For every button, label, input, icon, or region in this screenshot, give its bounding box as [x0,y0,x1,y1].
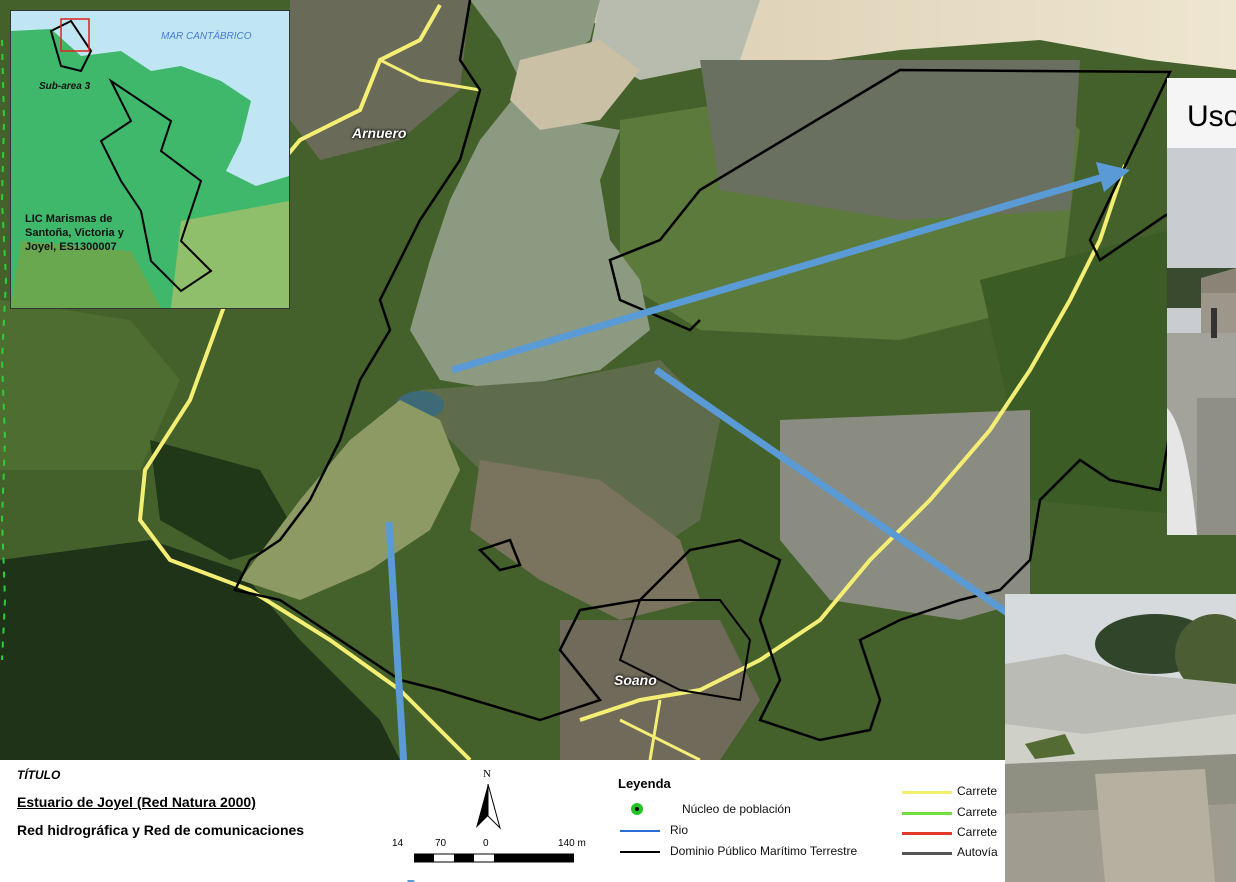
arrow-to-top-photo [451,162,1130,374]
legend-swatch-river [620,830,660,832]
scale-tick-140: 140 m [558,838,586,849]
population-node-icon [631,803,643,815]
place-label-arnuero: Arnuero [352,125,407,141]
legend-item-road-3: Carrete [957,825,998,839]
estuary [410,0,650,390]
forest-area [0,540,400,760]
scale-tick-70: 70 [435,838,447,849]
map-subtitle: Red hidrográfica y Red de comunicaciones [17,822,305,838]
photo-building-terrace [1167,78,1236,535]
legend-swatch-road-3 [902,832,952,835]
study-area-marker [60,18,90,52]
legend-item-boundary: Dominio Público Marítimo Terrestre [670,844,858,858]
inset-lic-label-2: Santoña, Victoria y [25,227,124,239]
legend-item-road-1: Carrete [957,784,998,798]
settlement-soano [560,620,760,760]
legend-item-road-2: Carrete [957,805,998,819]
north-arrow-icon [476,783,501,830]
title-block: TÍTULO Estuario de Joyel (Red Natura 200… [5,760,389,880]
place-label-soano: Soano [614,672,657,688]
inset-sea-label: MAR CANTÁBRICO [161,31,252,42]
settlement-arnuero [290,0,470,160]
settlement-camping [780,410,1030,620]
inset-lic-label-3: Joyel, ES1300007 [25,241,117,253]
legend-title: Leyenda [618,776,671,791]
scale-block: N 14 70 0 140 m [388,760,593,880]
north-label: N [483,768,491,780]
road-main [137,4,472,762]
inset-subarea-label: Sub-area 3 [39,81,91,92]
scale-bar [414,853,574,863]
legend-item-road-4: Autovía [957,845,998,859]
locator-inset-map: MAR CANTÁBRICO Sub-area 3 LIC Marismas d… [10,10,290,309]
title-heading: TÍTULO [17,768,61,782]
scale-tick-left: 14 [392,838,404,849]
legend-swatch-road-1 [902,791,952,794]
legend-item-river: Rio [670,823,689,837]
lic-boundary [49,19,213,293]
scale-tick-0: 0 [483,838,489,849]
legend-swatch-road-4 [902,852,952,855]
maritime-boundary [233,0,1192,742]
photo-limestone-rocks [1005,594,1236,882]
photo-caption-uso: Uso [1187,100,1236,133]
inset-lic-label-1: LIC Marismas de [25,213,113,225]
map-title: Estuario de Joyel (Red Natura 2000) [17,794,256,810]
legend-item-population: Núcleo de población [682,802,791,816]
legend: Leyenda Núcleo de población Rio Dominio … [592,760,1012,880]
legend-swatch-road-2 [902,812,952,815]
legend-swatch-boundary [620,851,660,853]
settlement-north [700,60,1080,220]
